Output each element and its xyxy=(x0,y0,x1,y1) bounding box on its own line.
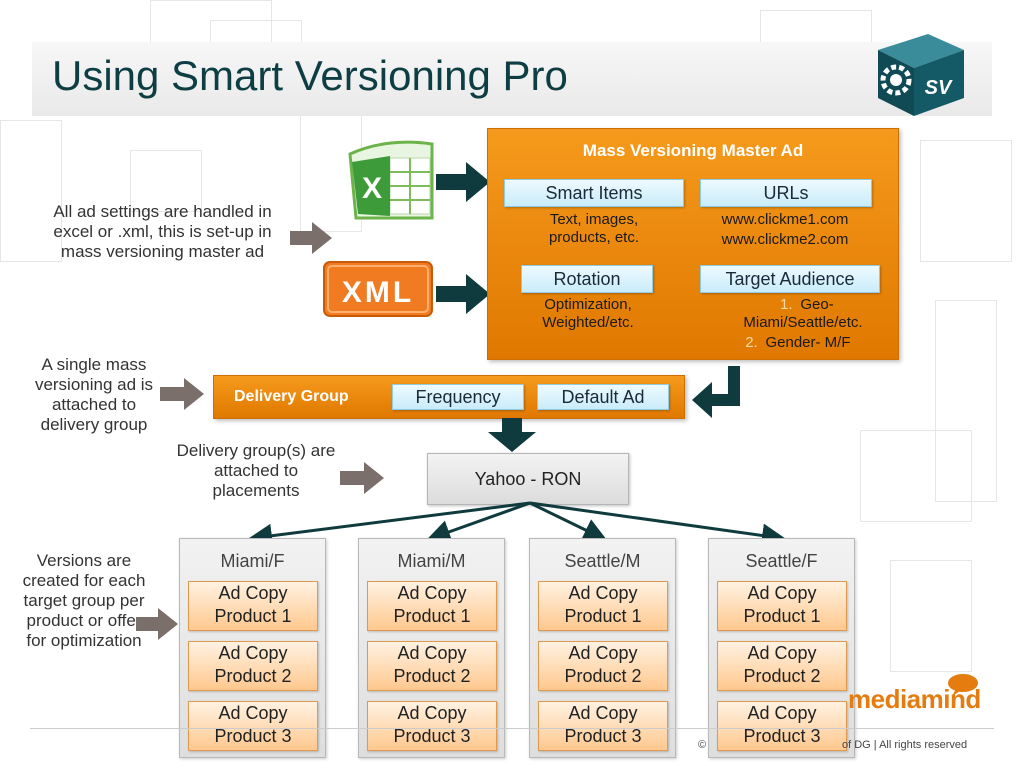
target-item-2-text: Gender- M/F xyxy=(765,334,851,351)
smart-items-chip[interactable]: Smart Items xyxy=(504,179,684,207)
background-square xyxy=(130,150,202,212)
title-bar xyxy=(32,42,992,116)
target-item-2: 2. Gender- M/F xyxy=(714,334,874,352)
url-1: www.clickme1.com xyxy=(721,211,849,228)
ad-copy-title: Ad Copy xyxy=(397,583,467,603)
background-square xyxy=(860,430,972,522)
delivery-group-label: Delivery Group xyxy=(234,388,349,405)
placement-box[interactable]: Yahoo - RON xyxy=(427,453,629,505)
note-placements: Delivery group(s) are attached to placem… xyxy=(176,441,336,500)
rotation-chip[interactable]: Rotation xyxy=(521,265,653,293)
urls-chip[interactable]: URLs xyxy=(700,179,872,207)
svg-text:X: X xyxy=(362,172,382,205)
ad-copy-title: Ad Copy xyxy=(568,643,638,663)
down-arrow-dg-to-placement xyxy=(488,418,536,452)
return-arrow-master-to-dg xyxy=(692,366,740,418)
target-item-1: 1.Geo- Miami/Seattle/etc. xyxy=(728,296,878,332)
smart-items-desc: Text, images, products, etc. xyxy=(548,211,640,246)
ad-copy-title: Ad Copy xyxy=(747,703,817,723)
copyright-left: © xyxy=(698,739,707,751)
note-single-mass-ad: A single mass versioning ad is attached … xyxy=(34,355,154,434)
mediamind-logo: mediamind xyxy=(848,684,981,714)
ad-copy-product: Product 2 xyxy=(214,666,292,686)
master-ad-title: Mass Versioning Master Ad xyxy=(582,141,804,160)
sv-cube-icon: SV xyxy=(878,34,964,116)
background-square xyxy=(890,560,972,672)
target-item-2-num: 2. xyxy=(745,334,758,351)
frequency-chip[interactable]: Frequency xyxy=(392,384,524,410)
gray-arrow-versions xyxy=(136,608,178,640)
ad-copy-title: Ad Copy xyxy=(218,643,288,663)
group-label: Miami/F xyxy=(220,551,285,571)
ad-copy-title: Ad Copy xyxy=(218,583,288,603)
default-ad-chip[interactable]: Default Ad xyxy=(537,384,669,410)
ad-copy-product: Product 1 xyxy=(743,606,821,626)
excel-icon: X xyxy=(348,140,434,220)
ad-copy-title: Ad Copy xyxy=(747,643,817,663)
xml-icon: XML xyxy=(323,261,433,317)
fan-out-connectors xyxy=(248,501,786,546)
target-item-1-num: 1. xyxy=(780,296,793,313)
arrow-xml-to-master xyxy=(436,274,490,314)
copyright-right: of DG | All rights reserved xyxy=(842,739,968,751)
ad-copy-title: Ad Copy xyxy=(747,583,817,603)
page-title: Using Smart Versioning Pro xyxy=(52,52,568,99)
ad-copy-title: Ad Copy xyxy=(397,643,467,663)
ad-copy-title: Ad Copy xyxy=(218,703,288,723)
ad-copy-product: Product 3 xyxy=(564,726,642,746)
sv-label: SV xyxy=(925,77,953,99)
mediamind-bubble-icon xyxy=(948,674,978,696)
ad-copy-title: Ad Copy xyxy=(568,583,638,603)
ad-copy-title: Ad Copy xyxy=(568,703,638,723)
note-versions: Versions are created for each target gro… xyxy=(22,551,146,650)
ad-copy-product: Product 1 xyxy=(393,606,471,626)
target-item-1-text: Geo- Miami/Seattle/etc. xyxy=(743,296,863,331)
background-square xyxy=(920,140,1012,262)
group-label: Miami/M xyxy=(397,551,466,571)
background-square xyxy=(0,120,62,262)
ad-copy-product: Product 2 xyxy=(743,666,821,686)
target-audience-chip[interactable]: Target Audience xyxy=(700,265,880,293)
delivery-group-bar: Delivery Group Frequency Default Ad xyxy=(213,375,685,419)
ad-copy-product: Product 1 xyxy=(564,606,642,626)
footer-divider xyxy=(30,728,994,729)
note-settings: All ad settings are handled in excel or … xyxy=(53,202,272,261)
gray-arrow-settings xyxy=(290,222,332,254)
ad-copy-product: Product 3 xyxy=(393,726,471,746)
ad-copy-product: Product 3 xyxy=(214,726,292,746)
ad-copy-product: Product 3 xyxy=(743,726,821,746)
gray-arrow-single xyxy=(160,378,204,410)
url-2: www.clickme2.com xyxy=(721,231,849,248)
ad-copy-title: Ad Copy xyxy=(397,703,467,723)
arrow-excel-to-master xyxy=(436,162,490,202)
ad-copy-product: Product 2 xyxy=(393,666,471,686)
ad-copy-product: Product 2 xyxy=(564,666,642,686)
group-label: Seattle/M xyxy=(564,551,641,571)
group-label: Seattle/F xyxy=(745,551,818,571)
gray-arrow-placements xyxy=(340,462,384,494)
rotation-desc: Optimization, Weighted/etc. xyxy=(542,296,634,331)
background-square xyxy=(935,300,997,502)
xml-label: XML xyxy=(342,276,414,309)
ad-copy-product: Product 1 xyxy=(214,606,292,626)
mass-versioning-master-ad: Mass Versioning Master Ad Smart Items Te… xyxy=(487,128,899,360)
